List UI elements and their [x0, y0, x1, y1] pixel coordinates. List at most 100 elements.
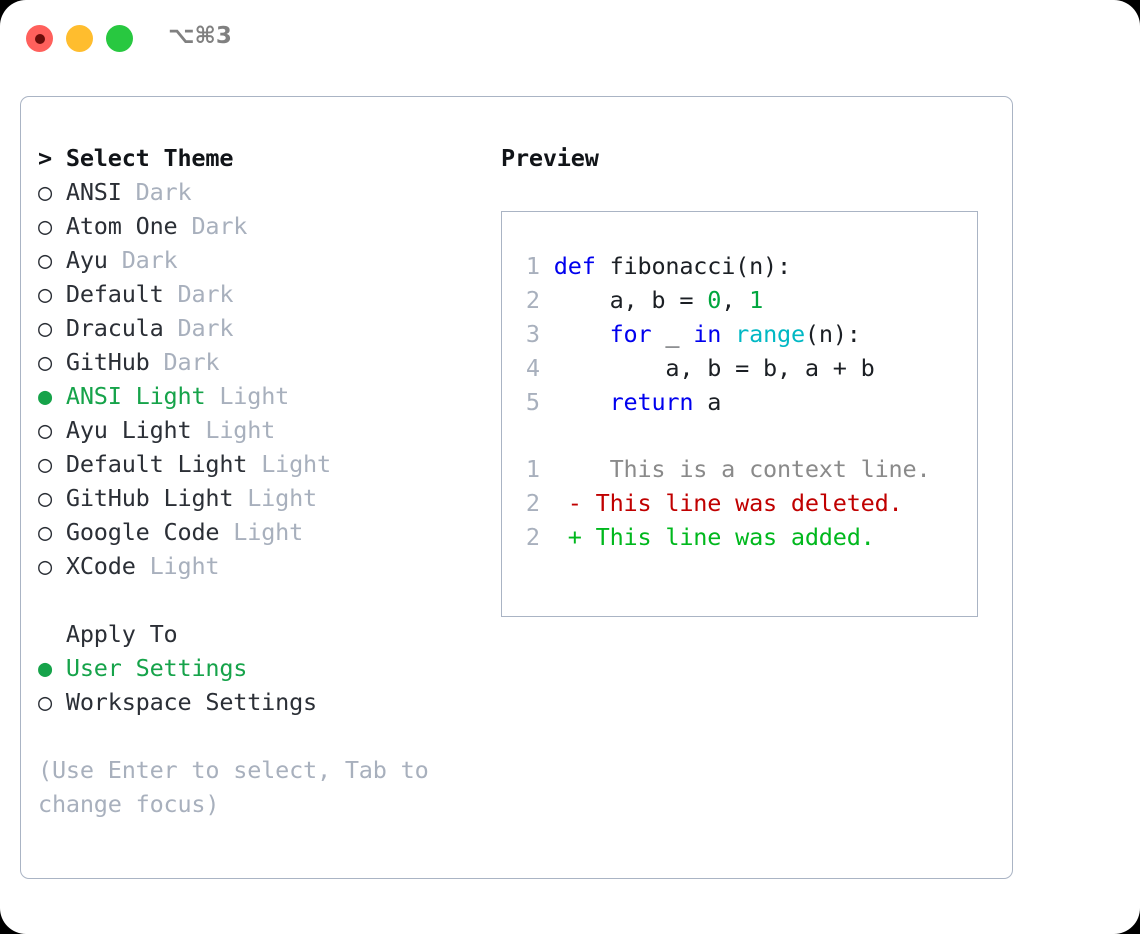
preview-header: Preview [501, 144, 599, 172]
line-number: 4 [525, 354, 540, 382]
close-button[interactable] [26, 25, 53, 52]
line-number: 5 [525, 388, 540, 416]
theme-name: Atom One [65, 212, 192, 240]
code-token [554, 388, 610, 416]
theme-kind-label: Dark [177, 280, 234, 308]
theme-kind-label: Dark [177, 314, 234, 342]
code-token: 1 [749, 286, 764, 314]
code-line: 3 for _ in range(n): [514, 317, 971, 351]
line-number: 2 [525, 286, 540, 314]
theme-name: ANSI [65, 178, 136, 206]
radio-selected-icon: ● [38, 382, 66, 410]
code-line: 4 a, b = b, a + b [514, 351, 971, 385]
radio-unselected-icon: ○ [38, 688, 66, 716]
theme-list-item[interactable]: ○ Dracula Dark [38, 311, 478, 345]
theme-name: Ayu [65, 246, 122, 274]
theme-kind-label: Light [233, 518, 304, 546]
diff-text: This is a context line. [539, 455, 931, 483]
gutter-space [540, 388, 554, 416]
radio-selected-icon: ● [38, 654, 66, 682]
radio-unselected-icon: ○ [38, 518, 66, 546]
theme-list-item[interactable]: ○ Ayu Light Light [38, 413, 478, 447]
gutter-space [540, 252, 554, 280]
theme-list-item[interactable]: ○ ANSI Dark [38, 175, 478, 209]
theme-list-item[interactable]: ○ GitHub Light Light [38, 481, 478, 515]
code-token: , [721, 286, 750, 314]
theme-name: Default [65, 280, 178, 308]
code-line: 1 def fibonacci(n): [514, 249, 971, 283]
theme-list-item[interactable]: ○ Ayu Dark [38, 243, 478, 277]
theme-kind-label: Dark [121, 246, 178, 274]
line-number: 1 [525, 252, 540, 280]
theme-picker-column: > Select Theme ○ ANSI Dark○ Atom One Dar… [38, 141, 478, 821]
radio-unselected-icon: ○ [38, 484, 66, 512]
diff-line: 2 - This line was deleted. [514, 486, 971, 520]
code-token: def [553, 252, 596, 280]
code-token: _ [651, 320, 694, 348]
theme-name: Dracula [65, 314, 178, 342]
apply-to-options[interactable]: ● User Settings○ Workspace Settings [38, 651, 478, 719]
theme-name: GitHub [65, 348, 164, 376]
code-token: fibonacci(n): [595, 252, 792, 280]
code-token: for [609, 320, 652, 348]
theme-kind-label: Light [247, 484, 317, 512]
theme-kind-label: Dark [163, 348, 220, 376]
theme-name: GitHub Light [65, 484, 248, 512]
code-sample: 1 def fibonacci(n): 2 a, b = 0, 1 3 for _ … [514, 249, 971, 419]
diff-text: + This line was added. [539, 523, 875, 551]
theme-name: Default Light [65, 450, 262, 478]
radio-unselected-icon: ○ [38, 450, 66, 478]
maximize-button[interactable] [106, 25, 133, 52]
theme-name: ANSI Light [65, 382, 220, 410]
gutter-space [540, 354, 554, 382]
theme-kind-label: Light [261, 450, 331, 478]
code-line: 5 return a [514, 385, 971, 419]
code-token: return [609, 388, 694, 416]
close-icon [34, 33, 45, 44]
keyboard-hint: (Use Enter to select, Tab to change focu… [38, 756, 429, 818]
radio-unselected-icon: ○ [38, 178, 66, 206]
theme-kind-label: Light [149, 552, 220, 580]
select-theme-header: > Select Theme [38, 144, 234, 172]
code-token: a, b = [553, 286, 708, 314]
theme-name: XCode [65, 552, 150, 580]
code-token: range [735, 320, 805, 348]
line-number: 3 [525, 320, 540, 348]
theme-list-item[interactable]: ○ Atom One Dark [38, 209, 478, 243]
diff-line: 2 + This line was added. [514, 520, 971, 554]
apply-to-label: Workspace Settings [65, 688, 317, 716]
theme-list-item[interactable]: ○ Google Code Light [38, 515, 478, 549]
apply-to-option[interactable]: ● User Settings [38, 651, 478, 685]
window-title: ⌥⌘3 [168, 23, 232, 49]
code-token: 0 [707, 286, 722, 314]
code-token: (n): [804, 320, 861, 348]
theme-list-item[interactable]: ○ XCode Light [38, 549, 478, 583]
theme-kind-label: Light [219, 382, 290, 410]
diff-line: 1 This is a context line. [514, 452, 971, 486]
theme-list-item[interactable]: ○ Default Dark [38, 277, 478, 311]
apply-to-label: User Settings [65, 654, 248, 682]
theme-list-item[interactable]: ○ GitHub Dark [38, 345, 478, 379]
gutter-space [540, 286, 554, 314]
code-token: a, b = b, a + b [553, 354, 875, 382]
theme-kind-label: Light [205, 416, 276, 444]
code-token [554, 320, 610, 348]
theme-name: Ayu Light [65, 416, 206, 444]
radio-unselected-icon: ○ [38, 552, 66, 580]
apply-to-option[interactable]: ○ Workspace Settings [38, 685, 478, 719]
theme-list[interactable]: ○ ANSI Dark○ Atom One Dark○ Ayu Dark○ De… [38, 175, 478, 583]
title-bar: ⌥⌘3 [0, 0, 1140, 76]
radio-unselected-icon: ○ [38, 348, 66, 376]
theme-list-item[interactable]: ● ANSI Light Light [38, 379, 478, 413]
radio-unselected-icon: ○ [38, 246, 66, 274]
preview-column: Preview 1 def fibonacci(n): 2 a, b = 0, 1… [501, 141, 1001, 617]
diff-text: - This line was deleted. [539, 489, 903, 517]
apply-to-header: Apply To [38, 620, 178, 648]
preview-box: 1 def fibonacci(n): 2 a, b = 0, 1 3 for _ … [501, 211, 978, 617]
minimize-button[interactable] [66, 25, 93, 52]
radio-unselected-icon: ○ [38, 280, 66, 308]
theme-list-item[interactable]: ○ Default Light Light [38, 447, 478, 481]
traffic-lights [26, 25, 133, 52]
apply-to-section: Apply To ● User Settings○ Workspace Sett… [38, 617, 478, 719]
